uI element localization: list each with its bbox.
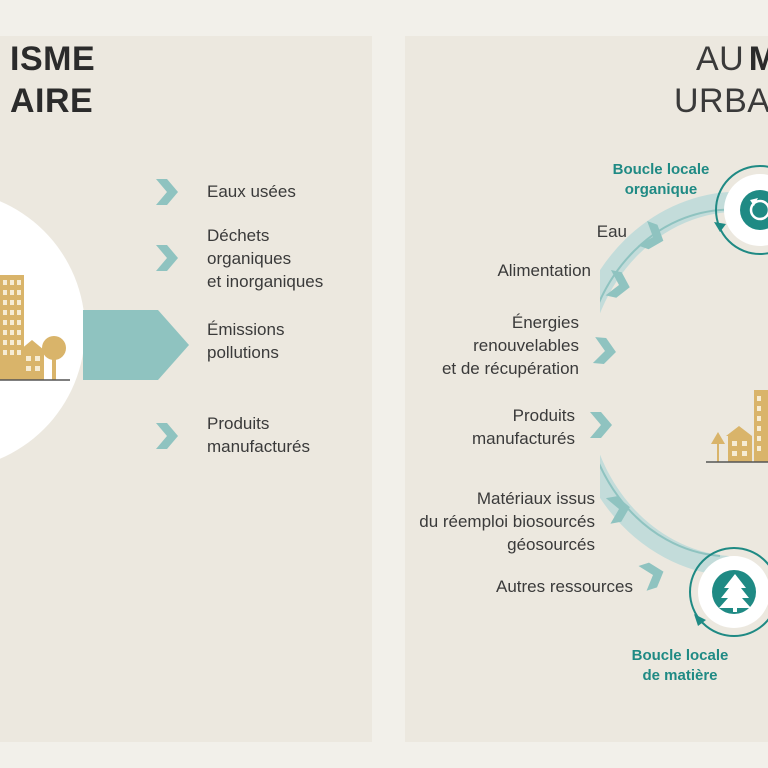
left-title-line1: ISME (10, 40, 96, 78)
output-flow-arrow (83, 310, 189, 380)
input-label-alimentation: Alimentation (497, 261, 591, 280)
right-title-line2: URBAI (674, 82, 768, 120)
output-label-produits: Produits manufacturés (207, 414, 310, 456)
input-label-energies: Énergies renouvelables et de récupératio… (441, 313, 579, 378)
tree-icon (719, 574, 751, 612)
recycle-icon (749, 198, 768, 221)
input-label-autres: Autres ressources (496, 577, 633, 596)
chevron-right-icon (605, 496, 630, 524)
chevron-right-icon (590, 412, 612, 438)
circular-loop-arc (600, 191, 751, 576)
right-title-bold: M (748, 40, 768, 78)
output-label-dechets: Déchets organiques et inorganiques (207, 226, 324, 291)
chevron-right-icon (605, 269, 630, 298)
city-illustration-icon (0, 275, 70, 381)
chevron-right-icon (638, 221, 664, 250)
chevron-right-icon (592, 337, 616, 364)
loop-label-matter: Boucle locale de matière (631, 647, 729, 684)
loop-label-organic: Boucle locale organique (612, 161, 710, 198)
input-label-produits: Produits manufacturés (472, 406, 575, 448)
right-title-prefix: AU (696, 40, 745, 78)
chevron-right-icon (638, 562, 664, 591)
output-label-eaux-usees: Eaux usées (207, 182, 296, 201)
circular-model-panel (405, 36, 768, 742)
city-illustration-icon (706, 390, 768, 463)
chevron-right-icon (156, 179, 178, 205)
chevron-right-icon (156, 245, 178, 271)
city-circle (0, 201, 85, 459)
left-title-line2: AIRE (10, 82, 94, 120)
input-label-eau: Eau (596, 222, 627, 241)
right-title-line1: AU M (696, 42, 768, 76)
input-label-materiaux: Matériaux issus du réemploi biosourcés g… (419, 489, 595, 554)
organic-loop-badge (714, 165, 768, 255)
chevron-right-icon (156, 423, 178, 449)
output-label-emissions: Émissions pollutions (207, 320, 285, 362)
